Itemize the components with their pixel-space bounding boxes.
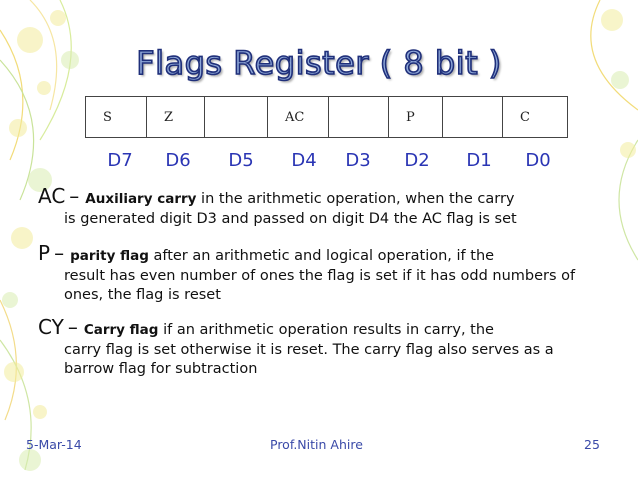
definition-first-line: after an arithmetic and logical operatio…	[148, 248, 495, 264]
register-cell-d5	[204, 96, 268, 138]
register-cell-d4: AC	[267, 96, 329, 138]
definition-cy: CY–Carry flag if an arithmetic operation…	[38, 315, 608, 380]
footer-page-number: 25	[584, 437, 600, 452]
definition-ac: AC–Auxiliary carry in the arithmetic ope…	[38, 184, 608, 229]
definition-dash: –	[54, 241, 65, 265]
definition-text: is generated digit D3 and passed on digi…	[64, 210, 517, 227]
definition-key: CY	[38, 315, 64, 339]
bit-label-d4: D4	[291, 150, 317, 171]
bit-label-d7: D7	[107, 150, 133, 171]
definition-key: P	[38, 241, 51, 265]
register-cell-d1	[442, 96, 503, 138]
bit-label-d0: D0	[525, 150, 551, 171]
flags-register-table: S Z AC P C	[85, 96, 568, 138]
bit-labels: D7 D6 D5 D4 D3 D2 D1 D0	[0, 150, 638, 176]
definition-name: Auxiliary carry	[85, 191, 197, 207]
footer-author: Prof.Nitin Ahire	[270, 437, 363, 452]
register-cell-d2: P	[388, 96, 443, 138]
register-row: S Z AC P C	[85, 96, 568, 138]
definition-text: carry flag is set otherwise it is reset.…	[64, 341, 554, 378]
bit-label-d2: D2	[404, 150, 430, 171]
definition-dash: –	[67, 315, 78, 339]
bit-label-d1: D1	[466, 150, 492, 171]
definition-key: AC	[38, 184, 66, 208]
definition-name: parity flag	[70, 248, 149, 264]
slide-title: Flags Register ( 8 bit )	[135, 43, 502, 83]
bit-label-d3: D3	[345, 150, 371, 171]
bit-label-d6: D6	[165, 150, 191, 171]
bit-label-d5: D5	[228, 150, 254, 171]
definition-first-line: in the arithmetic operation, when the ca…	[196, 191, 515, 207]
register-cell-d3	[328, 96, 389, 138]
definition-first-line: if an arithmetic operation results in ca…	[158, 322, 494, 338]
footer-date: 5-Mar-14	[26, 437, 82, 452]
definition-text: result has even number of ones the flag …	[64, 267, 576, 304]
register-cell-d6: Z	[146, 96, 205, 138]
register-cell-d7: S	[85, 96, 147, 138]
register-cell-d0: C	[502, 96, 568, 138]
definition-name: Carry flag	[83, 322, 159, 338]
definition-dash: –	[69, 184, 80, 208]
definition-p: P–parity flag after an arithmetic and lo…	[38, 241, 608, 306]
